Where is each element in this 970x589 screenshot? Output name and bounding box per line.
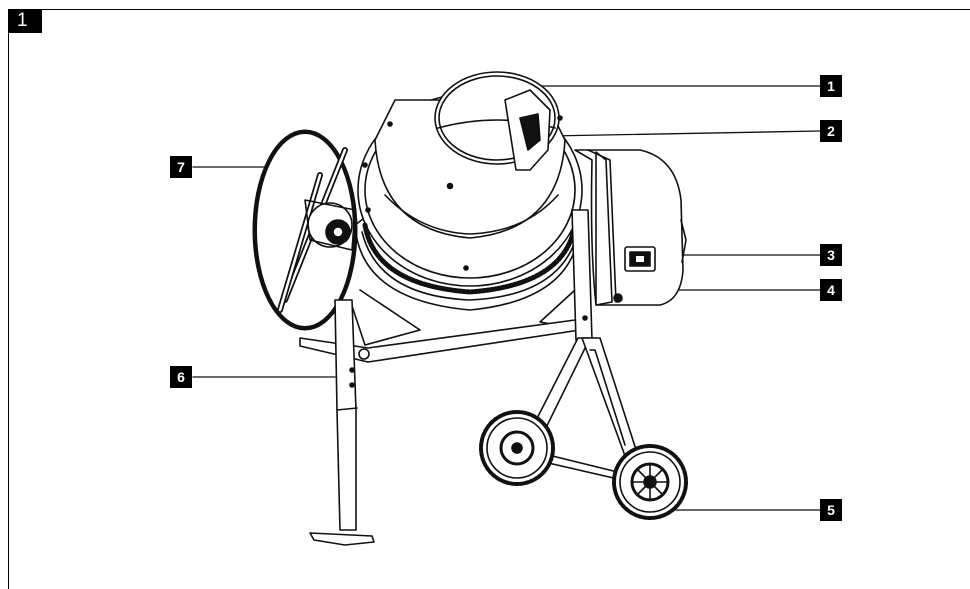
mixing-drum [354, 71, 583, 311]
callout-3: 3 [820, 244, 842, 266]
figure-frame-top [8, 9, 970, 10]
callout-6: 6 [170, 366, 192, 388]
motor-housing [574, 149, 687, 306]
foot-plate [309, 532, 375, 546]
support-leg [334, 299, 357, 531]
callout-7: 7 [170, 156, 192, 178]
callout-5: 5 [820, 499, 842, 521]
leader-line-2 [549, 130, 821, 137]
wheel-right [612, 444, 688, 520]
wheel-left [479, 410, 555, 486]
callout-2: 2 [820, 120, 842, 142]
leader-lines [192, 85, 821, 511]
callout-1: 1 [820, 75, 842, 97]
power-switch [624, 246, 656, 272]
figure-number-badge: 1 [8, 9, 42, 33]
figure-frame-left [8, 9, 9, 589]
callout-4: 4 [820, 279, 842, 301]
tilting-handwheel [252, 129, 358, 331]
